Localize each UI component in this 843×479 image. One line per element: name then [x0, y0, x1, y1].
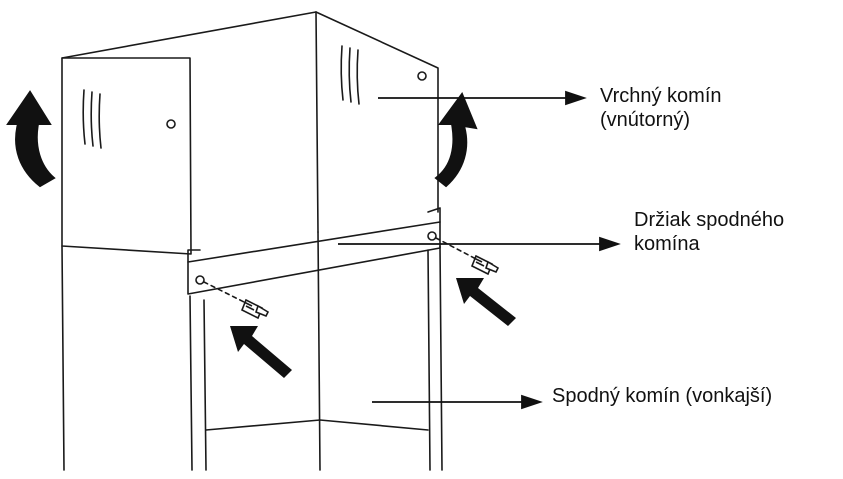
leader-upper-chimney-arrowhead	[565, 90, 587, 106]
push-arrow-right-icon	[456, 278, 516, 326]
push-arrow-left-icon	[230, 326, 292, 378]
bracket-bar	[187, 221, 441, 295]
label-bracket-line2: komína	[634, 233, 700, 255]
bracket-hole-left	[195, 275, 205, 285]
lower-chimney-floor-lines	[205, 419, 429, 431]
lower-chimney-left-post	[189, 295, 207, 471]
screw-hole-left	[166, 119, 176, 129]
upper-chimney-left-panel	[61, 57, 192, 255]
lower-chimney-right-post	[427, 245, 443, 471]
screw-hole-right	[417, 71, 427, 81]
screw-left	[240, 298, 270, 320]
curved-arrow-right-icon	[434, 91, 478, 188]
label-upper-chimney-line1: Vrchný komín	[600, 85, 722, 107]
label-lower-chimney: Spodný komín (vonkajší)	[552, 384, 772, 408]
vent-slots-left	[82, 89, 102, 149]
label-bracket-line1: Držiak spodného	[634, 209, 785, 231]
leader-bracket-arrowhead	[599, 236, 621, 252]
screw-guide-right	[435, 237, 479, 261]
screw-guide-left	[203, 281, 249, 305]
label-bracket: Držiak spodného komína	[634, 208, 784, 256]
curved-arrow-left-icon	[6, 90, 56, 188]
upper-chimney-back-edge	[61, 11, 317, 59]
upper-chimney-right-panel-fold	[315, 11, 319, 233]
bracket-right-tab	[427, 207, 441, 223]
label-lower-chimney-line1: Spodný komín (vonkajší)	[552, 385, 773, 407]
label-upper-chimney-line2: (vnútorný)	[600, 109, 691, 131]
vent-slots-right	[340, 45, 360, 105]
upper-chimney-right-panel	[315, 11, 439, 213]
label-upper-chimney: Vrchný komín (vnútorný)	[600, 84, 722, 132]
leader-lower-chimney-arrowhead	[521, 394, 543, 410]
bracket-hole-right	[427, 231, 437, 241]
lower-chimney-front-edge	[317, 231, 321, 471]
lower-chimney-left-edge	[61, 245, 65, 471]
screw-right	[470, 254, 500, 276]
bracket-left-tab	[187, 249, 201, 263]
